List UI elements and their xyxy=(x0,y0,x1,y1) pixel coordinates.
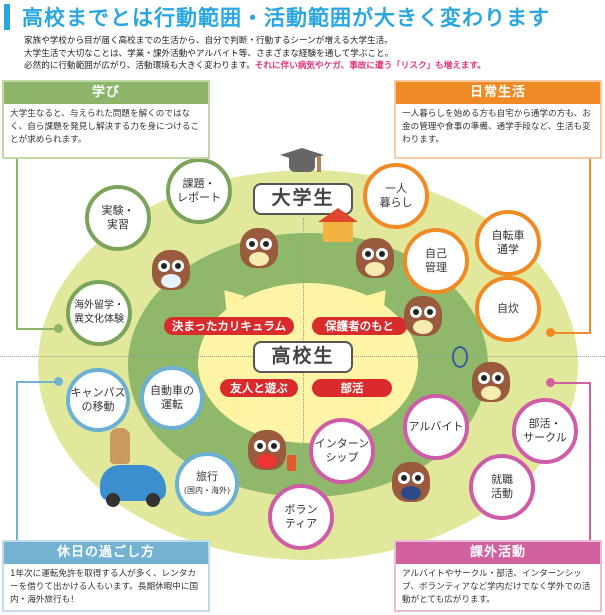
extracurricular-connector-vertical xyxy=(589,382,591,540)
intro-line-1: 家族や学校から目が届く高校までの生活から、自分で判断・行動するシーンが増える大学… xyxy=(24,36,393,46)
bubble-study-abroad: 海外留学・ 異文化体験 xyxy=(66,280,132,346)
owl-tennis-mascot-icon xyxy=(472,362,510,402)
bubble-assignments: 課題・ レポート xyxy=(166,158,232,224)
daily-life-info-box: 日常生活 一人暮らしを始める方も自宅から通学の方も、お金の管理や食事の準備、通学… xyxy=(394,80,602,159)
blue-car-icon xyxy=(100,465,166,507)
bubble-internship: インターン シップ xyxy=(309,418,375,484)
suitcase-icon xyxy=(287,455,296,471)
bubble-campus-travel: キャンパス の移動 xyxy=(66,368,130,432)
study-info-box: 学び 大学生なると、与えられた問題を解くのではなく、自ら課題を発見し解決する力を… xyxy=(2,80,210,159)
study-title: 学び xyxy=(4,82,208,104)
bubble-bicycle-commute: 自転車 通学 xyxy=(475,210,541,276)
bubble-club-circle: 部活・ サークル xyxy=(512,398,578,464)
extracurricular-info-box: 課外活動 アルバイトやサークル・部活、インターンシップ、ボランティアなど学内だけ… xyxy=(394,540,602,612)
extracurricular-body: アルバイトやサークル・部活、インターンシップ、ボランティアなど学内だけでなく学外… xyxy=(402,569,591,605)
horse-driver-icon xyxy=(110,428,130,464)
bubble-travel-sub: (国内・海外) xyxy=(183,486,231,495)
study-body: 大学生なると、与えられた問題を解くのではなく、自ら課題を発見し解決する力を身につ… xyxy=(10,109,200,145)
bubble-part-time-job: アルバイト xyxy=(403,394,469,460)
intro-line-3-plain: 必然的に行動範囲が広がり、活動環境も大きく変わります。 xyxy=(24,61,255,71)
intro-line-3: 必然的に行動範囲が広がり、活動環境も大きく変わります。それに伴い病気やケガ、事故… xyxy=(24,60,486,73)
highschool-student-label: 高校生 xyxy=(253,341,353,373)
pill-play-with-friends: 友人と遊ぶ xyxy=(220,379,298,397)
owl-studying-mascot-icon xyxy=(240,228,278,268)
daily-connector-vertical xyxy=(589,159,591,333)
bubble-volunteer: ボラン ティア xyxy=(268,484,334,550)
bubble-experiments: 実験・ 実習 xyxy=(85,185,151,251)
bubble-driving: 自動車の 運転 xyxy=(140,366,204,430)
title-accent-bar xyxy=(4,4,10,30)
owl-cooking-mascot-icon xyxy=(404,296,442,336)
owl-moving-box-mascot-icon xyxy=(356,238,394,278)
pill-under-parents: 保護者のもと xyxy=(312,317,407,335)
holiday-connector-horizontal xyxy=(16,381,56,383)
daily-life-title: 日常生活 xyxy=(396,82,600,104)
holiday-info-box: 休日の過ごし方 1年次に運転免許を取得する人が多く、レンタカーを借りて出かける人… xyxy=(2,540,210,612)
study-connector-dot xyxy=(54,324,63,333)
intro-risk-highlight: それに伴い病気やケガ、事故に遭う「リスク」も増えます。 xyxy=(254,61,486,71)
study-connector-horizontal xyxy=(16,328,58,330)
bubble-job-hunting: 就職 活動 xyxy=(469,454,535,520)
holiday-connector-dot xyxy=(54,377,63,386)
house-icon xyxy=(318,208,358,242)
owl-suit-mascot-icon xyxy=(392,462,430,502)
vertical-divider xyxy=(303,218,304,538)
bubble-living-alone: 一人 暮らし xyxy=(363,163,429,229)
pill-fixed-curriculum: 決まったカリキュラム xyxy=(164,317,294,335)
tennis-racket-icon xyxy=(452,346,468,368)
page-title: 高校までとは行動範囲・活動範囲が大きく変わります xyxy=(22,6,550,30)
owl-travel-mascot-icon xyxy=(248,430,286,470)
study-connector-vertical xyxy=(16,159,18,329)
holiday-connector-vertical xyxy=(16,381,18,540)
extracurricular-title: 課外活動 xyxy=(396,542,600,564)
daily-connector-horizontal xyxy=(550,332,591,334)
pill-club: 部活 xyxy=(312,379,392,397)
extracurricular-connector-horizontal xyxy=(550,382,591,384)
daily-connector-dot xyxy=(546,328,555,337)
intro-text: 家族や学校から目が届く高校までの生活から、自分で判断・行動するシーンが増える大学… xyxy=(24,35,486,73)
owl-labcoat-mascot-icon xyxy=(152,250,190,290)
daily-life-body: 一人暮らしを始める方も自宅から通学の方も、お金の管理や食事の準備、通学手段など、… xyxy=(402,109,591,145)
bubble-travel-label: 旅行 xyxy=(196,470,218,483)
bubble-self-management: 自己 管理 xyxy=(403,228,469,294)
bubble-travel: 旅行 (国内・海外) xyxy=(175,452,239,516)
intro-line-2: 大学生活で大切なことは、学業・課外活動やアルバイト等、さまざまな経験を通して学ぶ… xyxy=(24,48,394,59)
extracurricular-connector-dot xyxy=(546,378,555,387)
graduation-cap-icon xyxy=(280,148,324,174)
holiday-body: 1年次に運転免許を取得する人が多く、レンタカーを借りて出かける人もいます。長期休… xyxy=(10,569,199,605)
bubble-cooking: 自炊 xyxy=(475,276,541,342)
holiday-title: 休日の過ごし方 xyxy=(4,542,208,564)
